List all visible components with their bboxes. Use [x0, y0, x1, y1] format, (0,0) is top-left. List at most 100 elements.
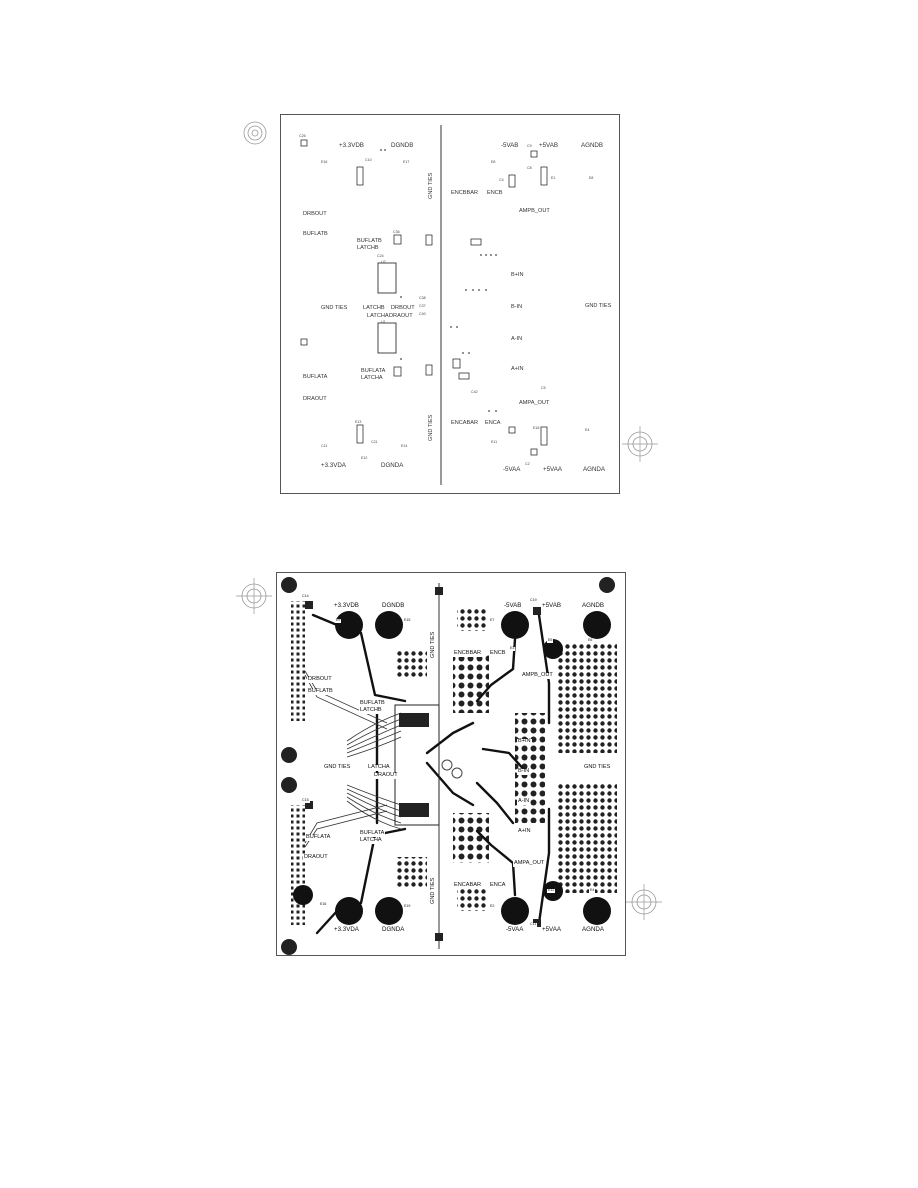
silk-buflata-mid-label: BUFLATA	[361, 368, 386, 374]
silk-refdes: C38	[419, 296, 426, 300]
copper-refdes-e4: E4	[589, 888, 596, 893]
silk-refdes: C40	[419, 312, 426, 316]
copper-p33vdb-label: +3.3VDB	[333, 602, 360, 610]
registration-mark-right-copper	[626, 884, 662, 920]
copper-layer-panel: +3.3VDB DGNDB -5VAB +5VAB AGNDB +3.3VDA …	[276, 572, 626, 956]
silk-buflatb-mid-label: BUFLATB	[357, 238, 382, 244]
silk-draout-mid-label: DRAOUT	[389, 313, 413, 319]
silk-draout-left-label: DRAOUT	[303, 396, 327, 402]
copper-buflata-mid-label: BUFLATA	[359, 830, 386, 837]
copper-latcha-label: LATCHA	[367, 764, 391, 771]
copper-refdes-e12: E12	[547, 888, 556, 893]
silk-dgndb-label: DGNDB	[391, 142, 414, 149]
silk-dgnda-label: DGNDA	[381, 462, 404, 469]
silk-refdes: C10	[365, 158, 372, 162]
silk-refdes: C2	[525, 462, 530, 466]
copper-latcha-mid-label: LATCHA	[359, 837, 383, 844]
silk-p33vda-label: +3.3VDA	[321, 462, 346, 469]
registration-mark-top-left	[243, 121, 267, 145]
silk-refdes: C42	[471, 390, 478, 394]
copper-dgndb-label: DGNDB	[381, 602, 406, 610]
silk-refdes: C5	[541, 386, 546, 390]
copper-p5vab-label: +5VAB	[541, 602, 562, 610]
copper-gnd-ties-right-label: GND TIES	[583, 764, 612, 771]
copper-agnda-label: AGNDA	[581, 926, 606, 934]
copper-artwork	[281, 577, 617, 955]
silk-m5vaa-label: -5VAA	[503, 466, 521, 473]
copper-a-minus-in-label: A-IN	[517, 798, 531, 805]
registration-mark-left-copper	[236, 578, 272, 614]
silk-a-plus-in-label: A+IN	[511, 366, 524, 372]
copper-refdes-e19: E19	[403, 904, 412, 909]
silk-buflata-left-label: BUFLATA	[303, 374, 328, 380]
silk-latchb-label: LATCHB	[357, 245, 379, 251]
silk-encbbar-label: ENCBBAR	[451, 190, 479, 196]
copper-refdes-e5: E5	[547, 638, 554, 643]
copper-a-plus-in-label: A+IN	[517, 828, 532, 835]
copper-buflatb-label: BUFLATB	[307, 688, 334, 695]
copper-ampa-out-label: AMPA_OUT	[513, 860, 546, 867]
copper-agndb-label: AGNDB	[581, 602, 606, 610]
silk-refdes: C8	[527, 166, 532, 170]
copper-refdes-e2: E2	[489, 904, 496, 909]
silk-refdes: C26	[299, 134, 306, 138]
silk-refdes: U1	[381, 320, 386, 324]
copper-refdes-c15: C15	[301, 798, 310, 803]
silk-p5vab-label: +5VAB	[539, 142, 558, 149]
silk-buflatb-left-label: BUFLATB	[303, 231, 328, 237]
copper-refdes-e3: E3	[509, 646, 516, 651]
copper-enca-label: ENCA	[489, 882, 507, 889]
registration-mark-mid-right	[622, 426, 658, 462]
silk-refdes: E11	[491, 440, 498, 444]
silk-refdes: E8	[589, 176, 594, 180]
silk-refdes: C4	[499, 178, 504, 182]
copper-encbbar-label: ENCBBAR	[453, 650, 483, 657]
copper-encb-label: ENCB	[489, 650, 507, 657]
copper-refdes-c11: C11	[529, 922, 538, 927]
copper-m5vaa-label: -5VAA	[505, 926, 525, 934]
silk-refdes: C21	[371, 440, 378, 444]
silk-ampa-out-label: AMPA_OUT	[519, 400, 550, 406]
silk-refdes: E13	[355, 420, 362, 424]
copper-buflata-label: BUFLATA	[305, 834, 332, 841]
silk-refdes: E4	[585, 428, 590, 432]
copper-b-plus-in-label: B+IN	[517, 738, 532, 745]
silk-latchb-mid-label: LATCHB	[363, 305, 385, 311]
silk-refdes: U2	[381, 260, 386, 264]
copper-latchb-label: LATCHB	[359, 707, 383, 714]
silk-latcha-mid-label: LATCHA	[367, 313, 389, 319]
copper-dgnda-label: DGNDA	[381, 926, 406, 934]
silk-refdes: E16	[321, 160, 328, 164]
copper-buflatb-mid-label: BUFLATB	[359, 700, 386, 707]
copper-draout-mid-label: DRAOUT	[373, 772, 399, 779]
copper-gnd-ties-left-label: GND TIES	[323, 764, 352, 771]
silk-refdes: E8	[491, 160, 496, 164]
silk-p5vaa-label: +5VAA	[543, 466, 562, 473]
copper-encabar-label: ENCABAR	[453, 882, 483, 889]
silk-gnd-ties-bottom-label: GND TIES	[428, 414, 434, 441]
silk-agnda-label: AGNDA	[583, 466, 606, 473]
silk-refdes: C24	[377, 254, 384, 258]
silk-refdes: E12	[361, 456, 368, 460]
silk-encabar-label: ENCABAR	[451, 420, 479, 426]
copper-draout-label: DRAOUT	[303, 854, 329, 861]
copper-refdes-e15: E15	[403, 618, 412, 623]
silk-refdes: E18	[533, 426, 540, 430]
silk-agndb-label: AGNDB	[581, 142, 604, 149]
silk-b-plus-in-label: B+IN	[511, 272, 524, 278]
copper-refdes-e16: E16	[319, 902, 328, 907]
silk-drbout-label: DRBOUT	[303, 211, 327, 217]
copper-m5vab-label: -5VAB	[503, 602, 523, 610]
silkscreen-artwork	[300, 125, 548, 485]
silk-refdes: E1	[551, 176, 556, 180]
silk-refdes: C37	[419, 304, 426, 308]
silk-gnd-ties-left-label: GND TIES	[321, 305, 348, 311]
copper-refdes-e9: E9	[335, 618, 342, 623]
copper-refdes-e6: E6	[587, 638, 594, 643]
silk-b-minus-in-label: B-IN	[511, 304, 523, 310]
silk-ampb-out-label: AMPB_OUT	[519, 208, 550, 214]
silk-gnd-ties-right-label: GND TIES	[585, 303, 612, 309]
silk-encb-label: ENCB	[487, 190, 503, 196]
silk-refdes: C36	[393, 230, 400, 234]
copper-gnd-ties-bottom-label: GND TIES	[430, 876, 437, 905]
